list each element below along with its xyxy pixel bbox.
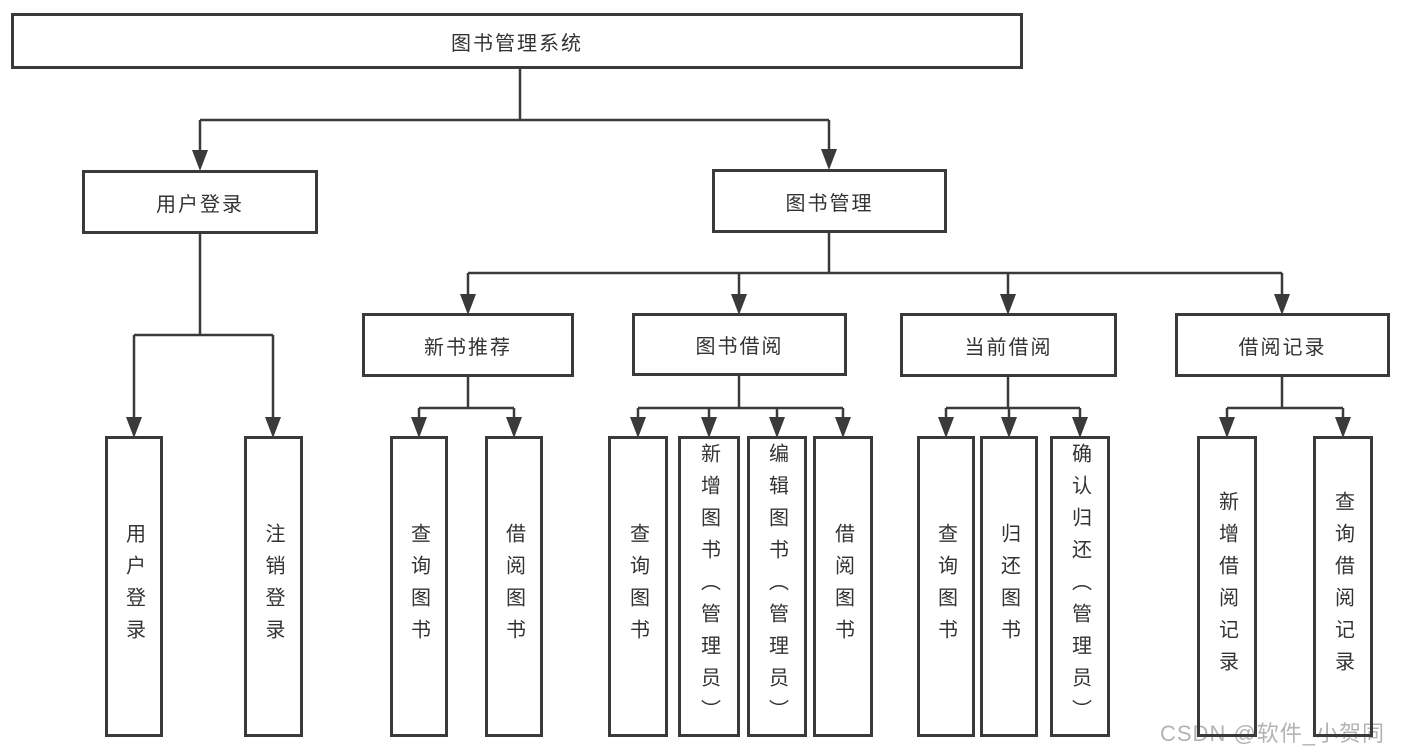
connector-newbook-to-leaves xyxy=(417,377,516,432)
node-new-book-recommendation: 新书推荐 xyxy=(362,313,574,377)
arrowheads-current-leaves xyxy=(938,417,1088,438)
node-borrowing-records: 借阅记录 xyxy=(1175,313,1390,377)
connector-root-to-level2 xyxy=(198,69,831,166)
leaf-user-login: 用户登录 xyxy=(105,436,163,737)
arrowheads-borrowing-leaves xyxy=(630,417,851,438)
leaf-query-books-borrowing: 查询图书 xyxy=(608,436,668,737)
node-book-borrowing: 图书借阅 xyxy=(632,313,847,376)
leaf-add-book-admin: 新增图书（管理员） xyxy=(678,436,740,737)
csdn-watermark: CSDN @软件_小贺同学 xyxy=(1160,721,1386,746)
leaf-query-borrow-record: 查询借阅记录 xyxy=(1313,436,1373,737)
node-current-borrowing: 当前借阅 xyxy=(900,313,1117,377)
leaf-edit-book-admin: 编辑图书（管理员） xyxy=(747,436,807,737)
node-user-login: 用户登录 xyxy=(82,170,318,234)
leaf-confirm-return-admin: 确认归还（管理员） xyxy=(1050,436,1110,737)
leaf-add-borrow-record: 新增借阅记录 xyxy=(1197,436,1257,737)
connector-bookmgmt-to-groups xyxy=(466,233,1284,309)
leaf-query-books-recommend: 查询图书 xyxy=(390,436,448,737)
leaf-borrow-books-recommend: 借阅图书 xyxy=(485,436,543,737)
leaf-logout: 注销登录 xyxy=(244,436,303,737)
connector-userlogin-to-leaves xyxy=(132,234,275,432)
node-book-management: 图书管理 xyxy=(712,169,947,233)
leaf-query-books-current: 查询图书 xyxy=(917,436,975,737)
connector-borrowing-to-leaves xyxy=(636,376,845,432)
arrowheads-records-leaves xyxy=(1219,417,1351,438)
arrowheads-userlogin-leaves xyxy=(126,417,281,438)
leaf-borrow-books-borrowing: 借阅图书 xyxy=(813,436,873,737)
leaf-return-books: 归还图书 xyxy=(980,436,1038,737)
node-book-management-system: 图书管理系统 xyxy=(11,13,1023,69)
arrowheads-newbook-leaves xyxy=(411,417,522,438)
arrowheads-groups xyxy=(460,294,1290,315)
arrowheads-level2 xyxy=(192,149,837,171)
connector-records-to-leaves xyxy=(1225,377,1345,432)
